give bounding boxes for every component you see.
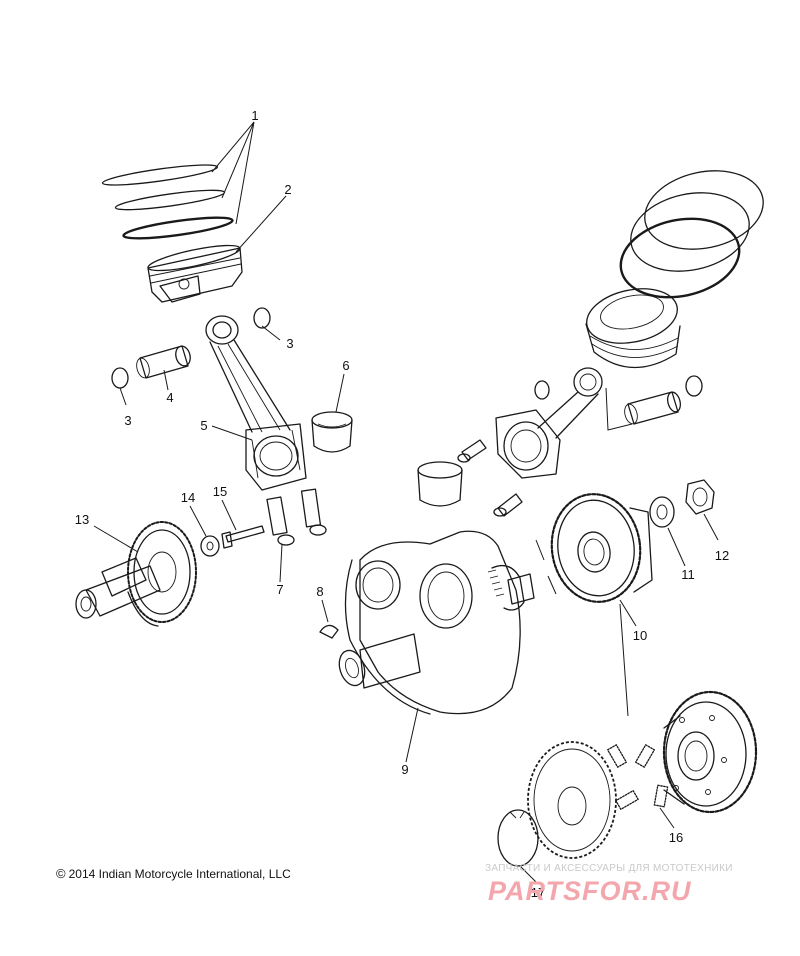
watermark-logo: PARTSFOR.RU bbox=[488, 876, 692, 906]
left-rod-bearing bbox=[311, 411, 353, 453]
callout-14: 14 bbox=[180, 490, 196, 505]
crankshaft bbox=[338, 530, 535, 715]
callout-1: 1 bbox=[251, 108, 259, 123]
woodruff-key bbox=[319, 624, 339, 639]
balance-shaft bbox=[75, 521, 197, 627]
callout-5: 5 bbox=[200, 418, 208, 433]
left-piston-pin bbox=[136, 345, 191, 379]
callout-2: 2 bbox=[284, 182, 292, 197]
callout-6: 6 bbox=[342, 358, 350, 373]
callout-15: 15 bbox=[212, 484, 228, 499]
callout-3-lower: 3 bbox=[124, 413, 132, 428]
rod-bolts bbox=[266, 488, 327, 546]
left-retaining-clips bbox=[111, 307, 271, 389]
right-rod-bearing bbox=[417, 461, 463, 507]
left-connecting-rod bbox=[205, 315, 307, 491]
leader-lines bbox=[93, 121, 719, 883]
callout-7: 7 bbox=[276, 582, 284, 597]
right-piston bbox=[585, 288, 681, 369]
gear-nut bbox=[685, 479, 715, 515]
callout-10: 10 bbox=[632, 628, 648, 643]
right-retaining-clips bbox=[534, 375, 703, 400]
gear-washer bbox=[649, 496, 675, 528]
outer-gear bbox=[662, 690, 758, 814]
right-piston-pin bbox=[624, 391, 681, 425]
callout-3-upper: 3 bbox=[286, 336, 294, 351]
balance-washer bbox=[200, 535, 220, 557]
copyright-text: 2014 Indian Motorcycle International, LL… bbox=[68, 867, 291, 881]
left-piston bbox=[147, 244, 243, 303]
circlip bbox=[497, 809, 539, 867]
callout-16: 16 bbox=[668, 830, 684, 845]
callout-8: 8 bbox=[316, 584, 324, 599]
right-piston-rings bbox=[619, 170, 764, 299]
callout-4: 4 bbox=[166, 390, 174, 405]
scissor-gear bbox=[527, 741, 617, 859]
copyright-symbol: © bbox=[56, 866, 66, 881]
callout-11: 11 bbox=[681, 567, 695, 582]
callout-12: 12 bbox=[714, 548, 730, 563]
callout-9: 9 bbox=[401, 762, 409, 777]
left-piston-rings bbox=[101, 164, 234, 240]
gear-springs bbox=[607, 744, 669, 810]
watermark-subtitle: ЗАПЧАСТИ И АКСЕССУАРЫ ДЛЯ МОТОТЕХНИКИ bbox=[485, 863, 733, 874]
callout-13: 13 bbox=[74, 512, 90, 527]
callout-17: 17 bbox=[530, 885, 546, 900]
copyright-notice: ©2014 Indian Motorcycle International, L… bbox=[56, 866, 291, 881]
right-connecting-rod bbox=[495, 367, 603, 479]
balance-bolt bbox=[221, 525, 265, 549]
right-rod-bolts bbox=[457, 439, 523, 517]
crank-gear bbox=[550, 493, 653, 603]
